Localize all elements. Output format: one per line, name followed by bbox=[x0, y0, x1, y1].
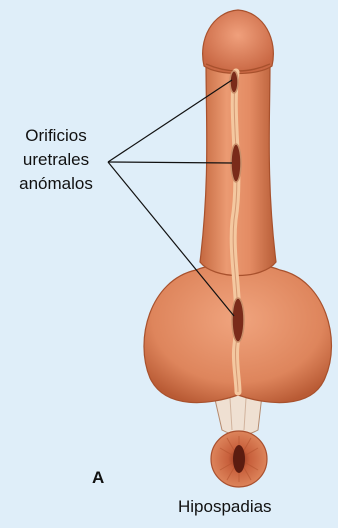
anus bbox=[211, 431, 267, 487]
abnormal-orifices-label: Orificios uretrales anómalos bbox=[4, 124, 108, 196]
orifice-upper bbox=[230, 71, 238, 93]
orifice-middle bbox=[231, 144, 241, 182]
label-line-2: uretrales bbox=[4, 148, 108, 172]
glans bbox=[203, 10, 274, 74]
perineum-skin bbox=[214, 395, 262, 435]
panel-letter: A bbox=[92, 468, 104, 488]
figure-caption: Hipospadias bbox=[178, 497, 272, 517]
orifice-lower bbox=[232, 298, 244, 342]
label-line-1: Orificios bbox=[4, 124, 108, 148]
label-line-3: anómalos bbox=[4, 172, 108, 196]
